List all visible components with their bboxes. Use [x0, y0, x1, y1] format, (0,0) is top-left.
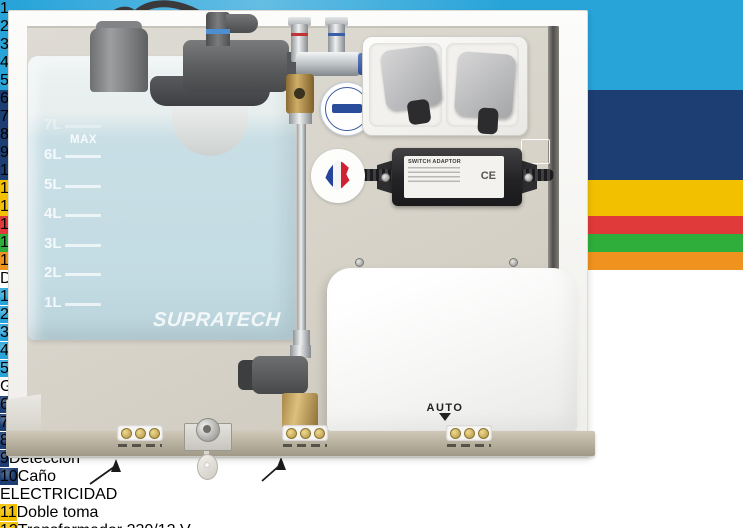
shutoff-valve-nut — [289, 113, 312, 124]
led-strip — [446, 425, 492, 441]
screw-icon — [524, 173, 533, 182]
screw-icon — [381, 173, 390, 182]
pump-elbow-outlet — [226, 14, 258, 33]
legend-badge-3: 3 — [0, 324, 9, 341]
ce-mark: CE — [480, 170, 496, 182]
legend-item-label: Caño — [17, 468, 57, 485]
shutoff-valve-port — [294, 88, 305, 99]
tank-mark-max: MAX — [70, 134, 98, 146]
legend-badge-4: 4 — [0, 342, 9, 359]
tank-mark-7l: 7L — [44, 116, 101, 133]
led-icon — [285, 427, 297, 439]
led-icon — [299, 427, 311, 439]
legend-item-label: Doble toma — [16, 504, 99, 521]
france-map-icon — [325, 160, 350, 192]
dryer-auto-label: AUTO — [327, 402, 563, 421]
arrow-9 — [261, 465, 280, 482]
led-icon — [148, 427, 160, 439]
electrovalve-body — [252, 356, 308, 394]
arrowhead-3 — [111, 459, 121, 472]
screw-icon — [509, 258, 518, 267]
plug-left-boot — [406, 98, 432, 126]
hot-water-band — [291, 33, 308, 36]
legend-item-label: Transformador 230/12 V — [18, 522, 191, 528]
tank-mark: 1L — [44, 294, 101, 311]
panel-label-outline — [521, 139, 550, 164]
air-compressor — [90, 28, 148, 92]
led-strip — [117, 425, 163, 441]
legend-badge-9: 9 — [0, 450, 9, 467]
plug-right-boot — [477, 107, 499, 135]
soap-pump — [183, 40, 289, 92]
tank-brand-text: SUPRATECH — [151, 309, 281, 331]
triangle-down-icon — [439, 413, 451, 421]
pump-fitting-ring — [206, 29, 230, 34]
led-slot — [118, 444, 162, 447]
legend-section-header: ELECTRICIDAD — [0, 486, 118, 503]
legend-item-12: 12Transformador 230/12 V — [0, 522, 201, 528]
premixer-body — [296, 52, 360, 76]
led-icon — [449, 427, 461, 439]
led-icon — [134, 427, 146, 439]
led-slot — [447, 444, 491, 447]
transformer-spec-lines — [408, 167, 460, 185]
soap-spout — [146, 450, 180, 498]
cold-water-band — [328, 33, 345, 36]
led-slot — [283, 444, 327, 447]
led-icon — [313, 427, 325, 439]
key-shaft — [204, 446, 209, 456]
legend-badge-8: 8 — [0, 432, 9, 449]
arrow-3 — [89, 466, 115, 485]
legend-badge-7: 7 — [0, 414, 9, 431]
tank-mark: 2L — [44, 264, 101, 281]
hand-dryer: AUTO — [327, 268, 577, 432]
legend-badge-2: 2 — [0, 306, 9, 323]
transformer-label: SWITCH ADAPTOR CE — [404, 156, 504, 198]
legend-badge-11: 11 — [0, 504, 17, 521]
legend-item-10: 10Caño — [0, 468, 201, 486]
made-in-france-stamp — [311, 149, 365, 203]
screw-icon — [355, 258, 364, 267]
legend-badge-10: 10 — [0, 468, 18, 485]
tube-lower-nut — [293, 330, 310, 345]
tank-mark: 5L — [44, 176, 101, 193]
electrovalve-stem — [290, 345, 311, 358]
legend-badge-12: 12 — [0, 522, 18, 528]
tank-mark: 6L — [44, 146, 101, 163]
electrovalve-cap — [238, 360, 254, 390]
legend-badge-6: 6 — [0, 396, 9, 413]
led-icon — [463, 427, 475, 439]
shelf-left-wing — [6, 394, 41, 434]
legend-item-11: 11Doble toma — [0, 504, 201, 522]
led-icon — [477, 427, 489, 439]
transformer-title: SWITCH ADAPTOR — [408, 159, 461, 165]
legend-badge-1: 1 — [0, 288, 9, 305]
tank-mark: 4L — [44, 205, 101, 222]
led-strip — [282, 425, 328, 441]
tank-mark: 3L — [44, 235, 101, 252]
panel-right-edge — [548, 26, 559, 432]
premixer-hex-left — [288, 17, 311, 26]
arrowhead-9 — [276, 457, 286, 470]
legend-badge-5: 5 — [0, 360, 9, 377]
led-icon — [120, 427, 132, 439]
lock-cylinder — [196, 418, 220, 442]
premixer-hex-right — [325, 17, 348, 26]
water-down-tube — [297, 124, 306, 348]
key-icon — [197, 454, 218, 480]
